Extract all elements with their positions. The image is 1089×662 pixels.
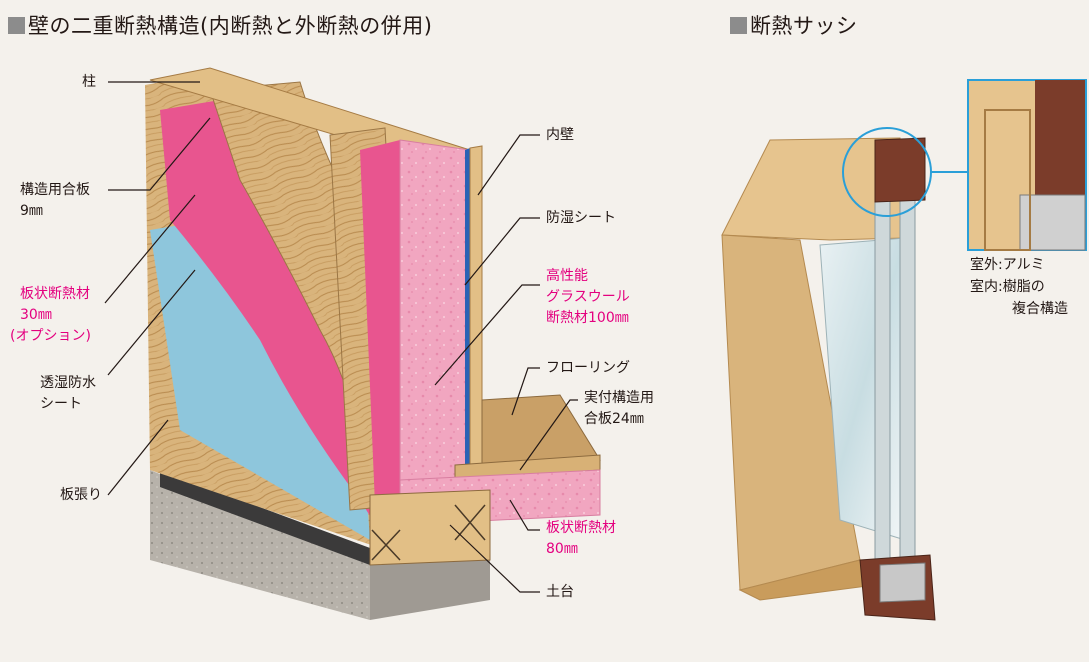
label-siding: 板張り	[60, 487, 102, 503]
wall-illustration	[145, 67, 601, 620]
sash-top-profile	[874, 137, 926, 203]
title-square-icon	[730, 16, 747, 34]
sill-beam	[369, 489, 491, 566]
zoom-wood-profile	[984, 109, 1031, 251]
sash-illustration	[721, 79, 1087, 621]
label-plywood-2: 9㎜	[20, 203, 43, 219]
label-inner-wall: 内壁	[546, 127, 574, 143]
foundation-front	[150, 470, 370, 620]
label-sill: 土台	[546, 584, 574, 600]
sash-callout-line3: 複合構造	[1012, 301, 1068, 317]
label-flooring: フローリング	[546, 360, 630, 376]
glasswool-insulation	[399, 139, 471, 506]
label-floor-insulation-1: 板状断熱材	[546, 520, 616, 536]
label-subfloor-1: 実付構造用	[584, 390, 654, 406]
glass-pane-1	[874, 199, 891, 561]
board-insulation	[160, 100, 385, 540]
vapor-barrier	[465, 148, 470, 502]
base-flashing	[160, 470, 370, 565]
aluminum-profile	[879, 562, 926, 603]
label-hashira: 柱	[82, 74, 96, 90]
label-subfloor-2: 合板24㎜	[584, 411, 644, 427]
label-glasswool-1: 高性能	[546, 268, 588, 284]
sash-callout-line2: 室内:樹脂の	[970, 279, 1045, 295]
label-plywood-1: 構造用合板	[20, 182, 90, 198]
label-floor-insulation-2: 80㎜	[546, 541, 578, 557]
glass-pane-2	[899, 199, 916, 561]
label-vapor-barrier: 防湿シート	[546, 210, 616, 226]
sash-section-title: 断熱サッシ	[730, 10, 858, 40]
wall-title-text: 壁の二重断熱構造(内断熱と外断熱の併用)	[28, 14, 433, 38]
label-glasswool-3: 断熱材100㎜	[546, 310, 629, 326]
label-board-insulation-2: 30㎜	[20, 307, 52, 323]
sash-title-text: 断熱サッシ	[750, 14, 858, 38]
label-wrb-2: シート	[40, 396, 82, 412]
wall-section-title: 壁の二重断熱構造(内断熱と外断熱の併用)	[8, 10, 432, 40]
title-square-icon	[8, 16, 25, 34]
sill-cross-marks	[371, 504, 486, 561]
inner-wall	[469, 145, 483, 501]
wrb-sheet	[150, 220, 370, 540]
label-glasswool-2: グラスウール	[546, 289, 630, 305]
label-board-insulation-1: 板状断熱材	[20, 286, 90, 302]
glasswool-edge	[360, 140, 400, 505]
wall-leader-lines	[104, 81, 578, 593]
sash-callout-line1: 室外:アルミ	[970, 257, 1045, 273]
label-wrb-1: 透湿防水	[40, 375, 96, 391]
label-board-insulation-3: (オプション)	[10, 328, 91, 344]
